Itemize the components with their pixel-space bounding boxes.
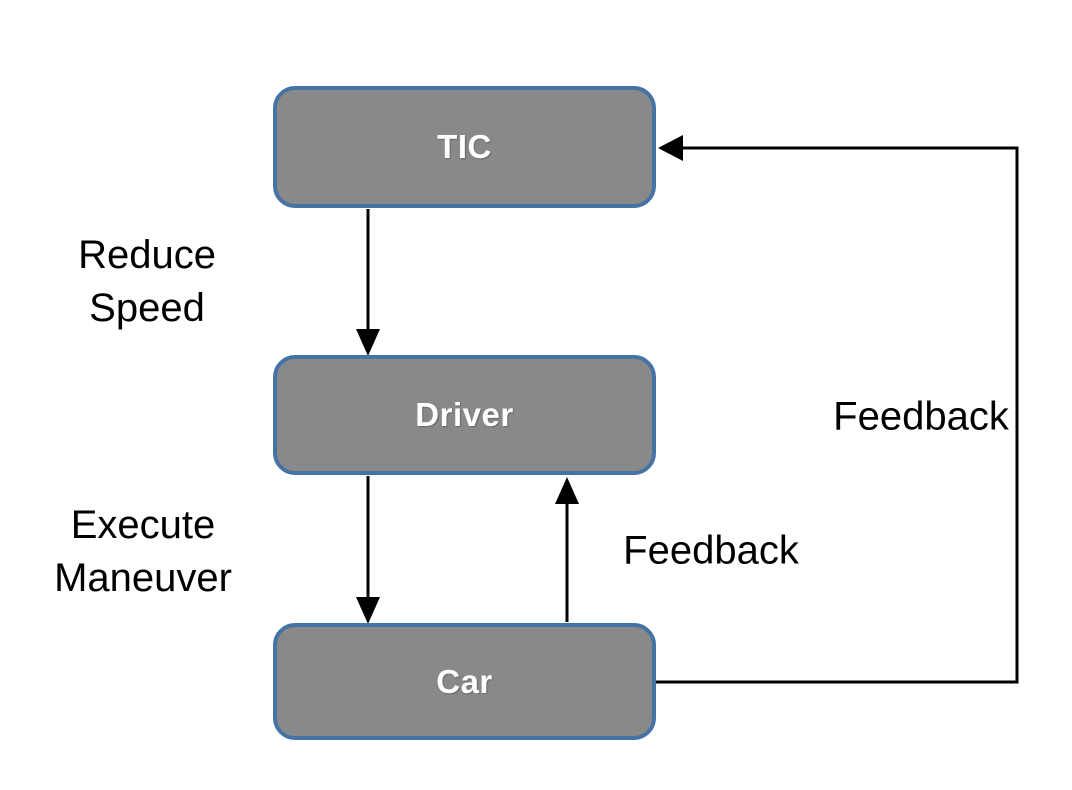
edge-label-execute-maneuver: Execute Maneuver	[54, 503, 232, 600]
arrow-car-to-driver	[555, 477, 579, 622]
arrow-driver-to-car	[356, 476, 380, 624]
node-tic-label: TIC	[437, 128, 492, 165]
edge-label-feedback-right: Feedback	[833, 394, 1009, 439]
node-driver-label: Driver	[415, 396, 514, 433]
node-car-label: Car	[436, 662, 493, 700]
edge-label-feedback-inner: Feedback	[623, 528, 799, 573]
node-car: Car	[273, 623, 656, 740]
node-tic: TIC	[273, 86, 656, 208]
node-driver: Driver	[273, 355, 656, 475]
edge-label-reduce-speed: Reduce Speed	[78, 233, 216, 330]
arrow-tic-to-driver	[356, 209, 380, 356]
arrow-car-to-tic	[656, 135, 1019, 684]
